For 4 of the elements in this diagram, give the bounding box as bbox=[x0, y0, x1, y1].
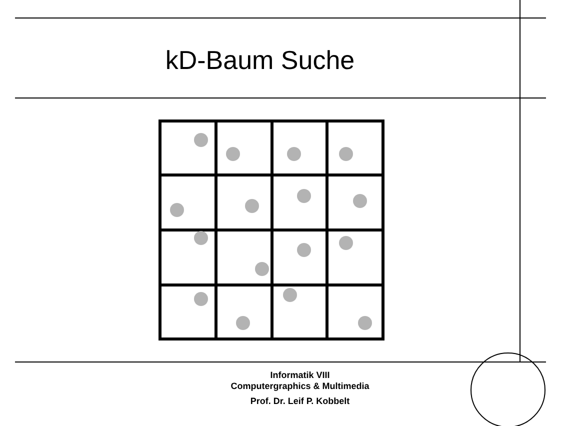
footer-text: Computergraphics & Multimedia bbox=[230, 381, 370, 392]
footer-text: Informatik VIII bbox=[270, 370, 330, 381]
slide-title: kD-Baum Suche bbox=[164, 44, 356, 76]
footer-text: Prof. Dr. Leif P. Kobbelt bbox=[250, 396, 350, 407]
